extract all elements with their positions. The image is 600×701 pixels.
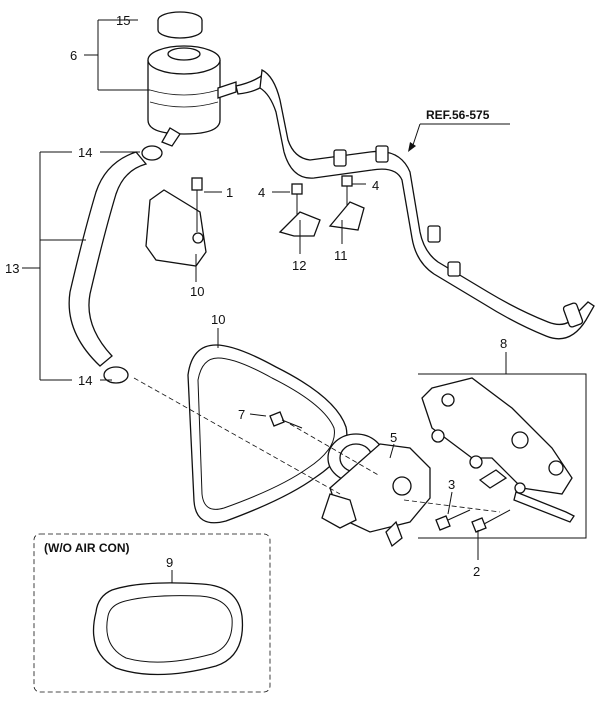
callout-4-right: 4 — [372, 178, 379, 193]
callout-12: 12 — [292, 258, 306, 273]
callout-1: 1 — [226, 185, 233, 200]
ref-line-pump-bracket — [403, 499, 501, 513]
callout-5: 5 — [390, 430, 397, 445]
bolts — [269, 411, 511, 533]
reference-label: REF.56-575 — [426, 108, 490, 122]
callout-11: 11 — [334, 248, 348, 263]
callout-10-main: 10 — [211, 312, 225, 327]
callout-6: 6 — [70, 48, 77, 63]
inset-box — [33, 533, 271, 693]
inset-label: (W/O AIR CON) — [44, 541, 130, 555]
inset-belt — [92, 582, 244, 676]
power-steering-pump — [321, 433, 431, 548]
callout-4-left: 4 — [258, 185, 265, 200]
callout-15: 15 — [116, 13, 130, 28]
callout-3: 3 — [448, 477, 455, 492]
callout-14-bottom: 14 — [78, 373, 92, 388]
pump-bracket — [418, 373, 587, 539]
callout-2: 2 — [473, 564, 480, 579]
callout-7: 7 — [238, 407, 245, 422]
leader-lines — [22, 19, 510, 588]
reservoir-tank — [147, 11, 237, 147]
drive-belt — [187, 344, 348, 524]
reservoir-bracket — [145, 177, 207, 267]
suction-hose — [68, 145, 163, 384]
callout-13: 13 — [5, 261, 19, 276]
callout-9: 10 — [190, 284, 204, 299]
return-hose-line — [235, 69, 595, 340]
ref-line-bolt-pump — [289, 423, 381, 477]
callout-10-inset: 9 — [166, 555, 173, 570]
callout-14-top: 14 — [78, 145, 92, 160]
callout-8: 8 — [500, 336, 507, 351]
hose-clips — [278, 175, 365, 237]
